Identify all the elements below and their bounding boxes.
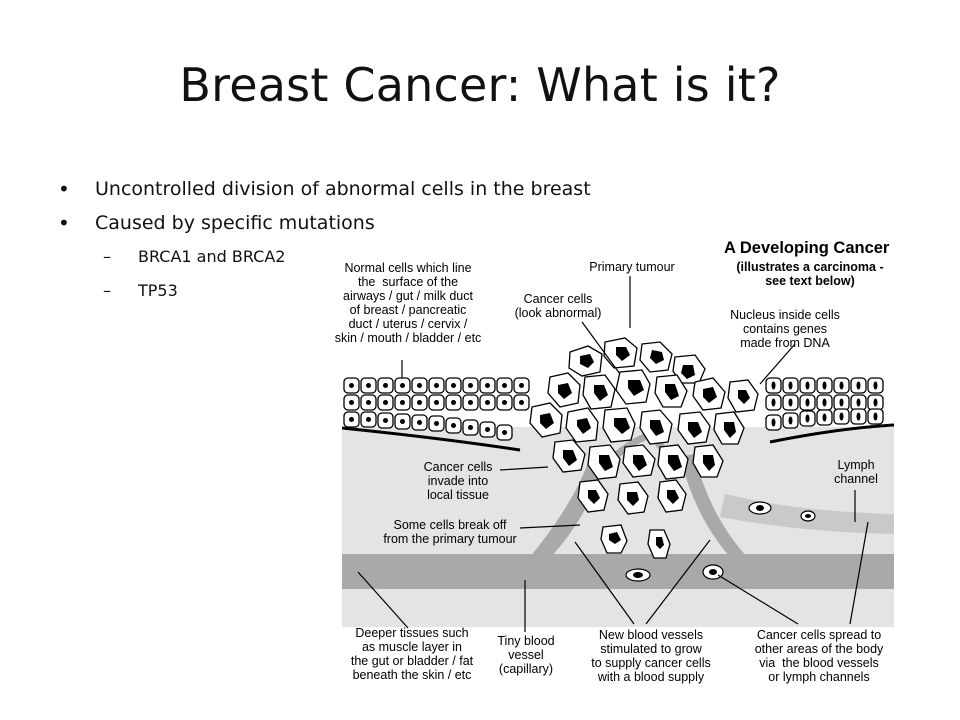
diagram-subheading: (illustrates a carcinoma - see text belo… bbox=[736, 260, 884, 288]
label-break-off: Some cells break off from the primary tu… bbox=[383, 518, 517, 546]
label-deeper-tissues: Deeper tissues such as muscle layer in t… bbox=[350, 626, 474, 682]
dash-glyph: – bbox=[103, 247, 111, 266]
basement-membrane bbox=[341, 426, 521, 452]
bullet-text: Caused by specific mutations bbox=[95, 212, 375, 234]
bullet-text: Uncontrolled division of abnormal cells … bbox=[95, 178, 591, 200]
label-tiny-vessel: Tiny blood vessel (capillary) bbox=[497, 634, 555, 676]
sub-bullet-text: BRCA1 and BRCA2 bbox=[138, 247, 286, 266]
tumour-nuclei bbox=[540, 347, 750, 549]
capillary-band bbox=[342, 554, 894, 589]
normal-nuclei-left bbox=[349, 383, 524, 435]
label-new-vessels: New blood vessels stimulated to grow to … bbox=[591, 628, 711, 684]
bullet-glyph: • bbox=[58, 177, 70, 201]
bullet-list: • Uncontrolled division of abnormal cell… bbox=[58, 172, 591, 308]
normal-nuclei-right bbox=[771, 381, 878, 427]
sub-bullet-item: – BRCA1 and BRCA2 bbox=[58, 240, 591, 274]
label-invade: Cancer cells invade into local tissue bbox=[423, 460, 493, 502]
label-primary-tumour: Primary tumour bbox=[589, 260, 675, 274]
sub-bullet-text: TP53 bbox=[138, 281, 178, 300]
bullet-glyph: • bbox=[58, 211, 70, 235]
label-nucleus: Nucleus inside cells contains genes made… bbox=[730, 308, 840, 350]
circulating-cells bbox=[625, 501, 816, 582]
dash-glyph: – bbox=[103, 281, 111, 300]
bullet-item: • Uncontrolled division of abnormal cell… bbox=[58, 172, 591, 206]
diagram-heading: A Developing Cancer bbox=[724, 239, 890, 257]
leader-lines bbox=[357, 276, 869, 632]
label-lymph: Lymph channel bbox=[834, 458, 878, 486]
bullet-item: • Caused by specific mutations bbox=[58, 206, 591, 240]
new-vessel-right bbox=[680, 454, 748, 558]
slide-title: Breast Cancer: What is it? bbox=[179, 58, 781, 112]
label-normal-cells: Normal cells which line the surface of t… bbox=[334, 261, 482, 345]
cancer-diagram: A Developing Cancer (illustrates a carci… bbox=[320, 232, 900, 694]
diagram-drawing bbox=[341, 276, 895, 632]
label-spread: Cancer cells spread to other areas of th… bbox=[754, 628, 884, 684]
label-cancer-cells: Cancer cells (look abnormal) bbox=[514, 292, 602, 320]
sub-bullet-item: – TP53 bbox=[58, 274, 591, 308]
basement-membrane bbox=[769, 423, 895, 444]
